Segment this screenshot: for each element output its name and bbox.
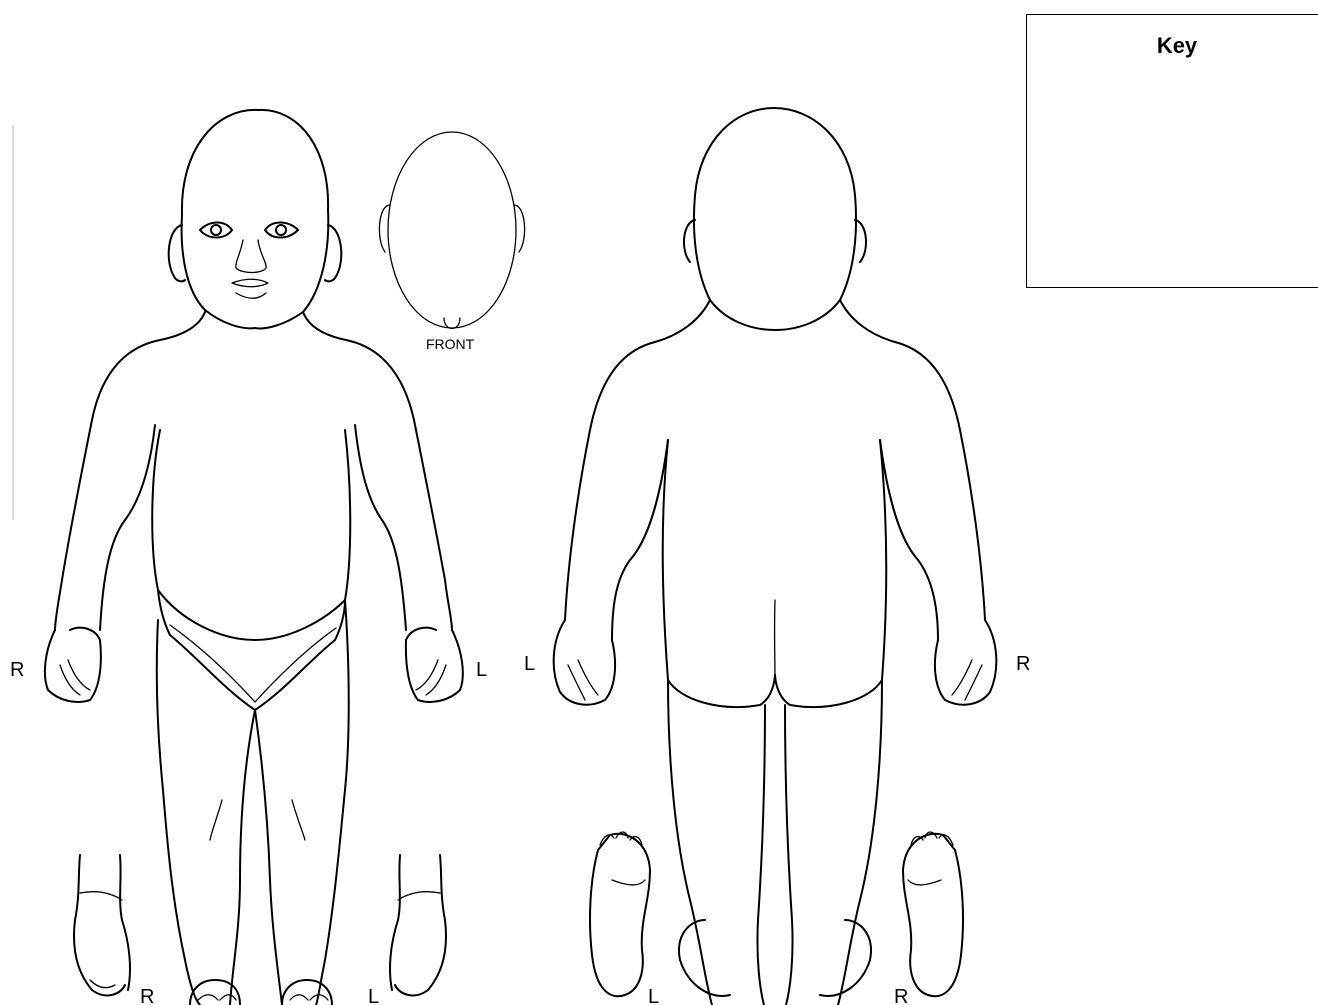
- front-head-label: FRONT: [426, 336, 475, 352]
- back-body-figure: [554, 108, 997, 1005]
- head-top-view: [379, 132, 524, 329]
- front-left-foot-side: [390, 855, 446, 995]
- sole-right: [903, 832, 963, 996]
- front-right-foot-label: R: [140, 986, 154, 1005]
- sole-left: [590, 832, 650, 996]
- sole-left-label: L: [648, 986, 659, 1005]
- key-box: Key: [1026, 14, 1318, 288]
- front-right-label: R: [10, 659, 24, 681]
- key-title: Key: [1027, 33, 1318, 59]
- back-right-label: R: [1016, 653, 1030, 675]
- front-left-foot-label: L: [368, 986, 379, 1005]
- back-left-label: L: [524, 653, 535, 675]
- front-right-foot-side: [74, 855, 130, 995]
- front-left-label: L: [476, 659, 487, 681]
- sole-right-label: R: [894, 986, 908, 1005]
